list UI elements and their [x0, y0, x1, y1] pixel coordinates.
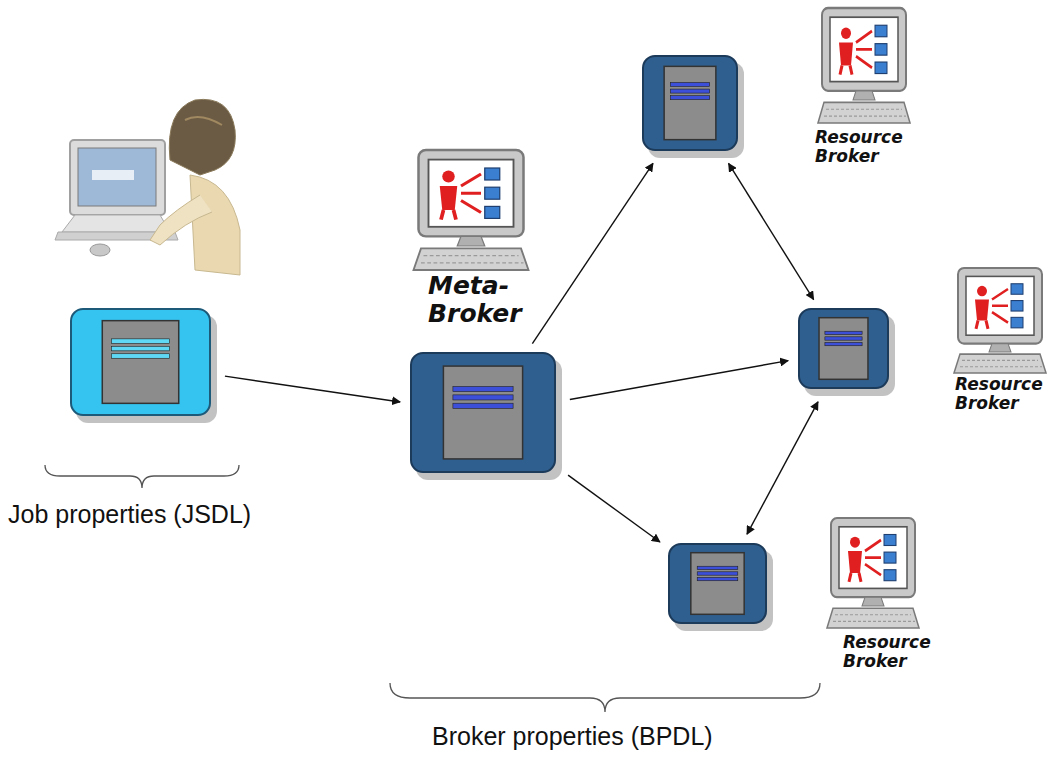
- arrow-connector: [570, 361, 788, 400]
- brace: [390, 683, 820, 712]
- arrow-connector: [568, 475, 660, 542]
- server-icon: [668, 543, 771, 628]
- arrow-connector: [747, 402, 818, 534]
- bracket-label: Job properties (JSDL): [8, 500, 251, 529]
- broker-monitor: [414, 150, 529, 270]
- server-node: [70, 308, 215, 420]
- server-node: Resource Broker: [642, 55, 742, 155]
- server-icon: [410, 352, 560, 477]
- server-icon: [70, 308, 215, 420]
- broker-label: Resource Broker: [955, 375, 1048, 412]
- user-figure: [55, 99, 240, 275]
- broker-label: Meta-Broker: [428, 272, 540, 327]
- server-node: Resource Broker: [668, 543, 771, 628]
- broker-label: Resource Broker: [815, 128, 915, 165]
- brace: [45, 465, 239, 488]
- bracket-label: Broker properties (BPDL): [432, 722, 713, 751]
- server-node: Meta-Broker: [410, 352, 560, 477]
- server-node: Resource Broker: [798, 308, 893, 393]
- broker-monitor: [818, 8, 910, 123]
- arrow-connector: [225, 376, 400, 402]
- broker-monitor: [827, 518, 919, 628]
- server-icon: [798, 308, 893, 393]
- broker-label: Resource Broker: [843, 633, 943, 670]
- arrow-connector: [729, 163, 814, 299]
- arrow-connector: [532, 163, 653, 343]
- broker-monitor: [954, 268, 1046, 373]
- server-icon: [642, 55, 742, 155]
